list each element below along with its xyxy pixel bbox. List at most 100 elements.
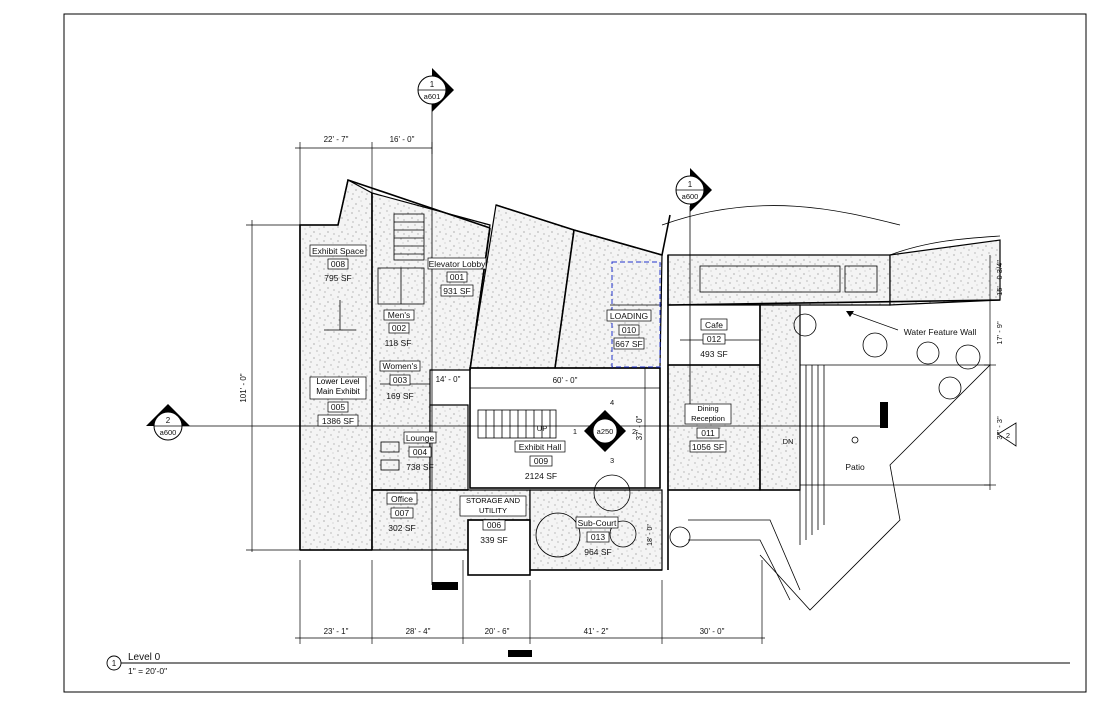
room-tag-004[interactable]: Lounge 004 738 SF — [403, 431, 437, 472]
room-tag-011[interactable]: Dining Reception 011 1056 SF — [684, 403, 732, 453]
svg-text:169 SF: 169 SF — [386, 391, 413, 401]
svg-text:964 SF: 964 SF — [584, 547, 611, 557]
svg-text:LOADING: LOADING — [610, 311, 648, 321]
svg-text:009: 009 — [534, 456, 548, 466]
svg-text:a600: a600 — [682, 192, 699, 201]
room-tag-002[interactable]: Men's 002 118 SF — [383, 309, 415, 348]
room-tag-006[interactable]: STORAGE AND UTILITY 006 339 SF — [459, 495, 527, 545]
svg-text:008: 008 — [331, 259, 345, 269]
section-marker-2[interactable]: 1 a600 — [675, 168, 712, 212]
patio-boundary — [759, 364, 991, 611]
site-curve — [661, 205, 901, 226]
view-title-text: Level 0 — [128, 652, 161, 663]
section-marker-1[interactable]: 1 a601 — [417, 68, 454, 112]
sheet-border — [63, 13, 1087, 693]
exhibit-hall-stair — [477, 409, 557, 439]
svg-text:Sub-Court: Sub-Court — [578, 518, 617, 528]
svg-text:667 SF: 667 SF — [615, 339, 642, 349]
room-tag-013[interactable]: Sub-Court 013 964 SF — [575, 516, 619, 557]
svg-text:1: 1 — [430, 80, 435, 89]
dim-left: 101' - 0" — [239, 373, 248, 402]
svg-text:Elevator Lobby: Elevator Lobby — [429, 259, 486, 269]
svg-text:118 SF: 118 SF — [385, 338, 412, 348]
svg-text:006: 006 — [487, 520, 501, 530]
dim-right-c: 37' - 3" — [995, 416, 1004, 440]
svg-text:Exhibit Hall: Exhibit Hall — [519, 442, 562, 452]
svg-text:Office: Office — [391, 494, 413, 504]
dim-top-2: 16' - 0" — [390, 135, 415, 144]
svg-text:1: 1 — [112, 659, 117, 668]
svg-text:3: 3 — [610, 456, 614, 465]
patio-label: Patio — [845, 462, 865, 472]
svg-text:003: 003 — [393, 375, 407, 385]
section-lines — [180, 100, 880, 585]
svg-text:011: 011 — [701, 428, 715, 438]
svg-text:2: 2 — [1006, 431, 1010, 440]
poche-fill — [299, 179, 1001, 571]
trees — [535, 313, 981, 558]
stair-down-label: DN — [783, 437, 794, 446]
elevation-marker[interactable]: a250 4 3 1 2 — [573, 398, 636, 465]
svg-text:302 SF: 302 SF — [388, 523, 415, 533]
svg-text:007: 007 — [395, 508, 409, 518]
svg-text:Exhibit Space: Exhibit Space — [312, 246, 364, 256]
room-tag-008[interactable]: Exhibit Space 008 795 SF — [309, 244, 367, 283]
dim-top-1: 22' - 7" — [324, 135, 349, 144]
svg-text:931 SF: 931 SF — [443, 286, 470, 296]
section-marker-4[interactable]: 2 — [997, 422, 1017, 447]
dim-hall-depth: 37' - 0" — [635, 415, 644, 440]
room-tag-001[interactable]: Elevator Lobby 001 931 SF — [427, 257, 487, 297]
column-mark — [880, 402, 888, 428]
building-walls — [299, 178, 1001, 576]
view-title[interactable]: 1 Level 0 1" = 20'-0" — [106, 652, 1070, 676]
svg-text:002: 002 — [392, 323, 406, 333]
interior-partitions — [324, 213, 760, 471]
svg-text:1: 1 — [573, 427, 577, 436]
svg-text:012: 012 — [707, 334, 721, 344]
room-tag-007[interactable]: Office 007 302 SF — [386, 492, 418, 533]
room-tag-012[interactable]: Cafe 012 493 SF — [700, 318, 728, 359]
dim-bottom-4: 41' - 2" — [584, 627, 609, 636]
svg-text:339 SF: 339 SF — [480, 535, 507, 545]
svg-text:a250: a250 — [597, 427, 614, 436]
svg-text:2: 2 — [632, 427, 636, 436]
room-tag-005[interactable]: Lower Level Main Exhibit 005 1386 SF — [309, 376, 367, 427]
dim-corridor: 14' - 0" — [436, 375, 461, 384]
water-feature-label: Water Feature Wall — [904, 327, 977, 337]
dim-bottom-2: 28' - 4" — [406, 627, 431, 636]
svg-text:738 SF: 738 SF — [406, 462, 433, 472]
room-tag-003[interactable]: Women's 003 169 SF — [379, 360, 421, 401]
svg-text:a600: a600 — [160, 428, 177, 437]
svg-text:Lounge: Lounge — [406, 433, 435, 443]
dim-hall-width: 60' - 0" — [553, 376, 578, 385]
loading-dashed-outline — [611, 261, 661, 368]
section-marker-3[interactable]: 2 a600 — [146, 404, 190, 441]
dim-bottom-5: 30' - 0" — [700, 627, 725, 636]
dim-bottom-3: 20' - 6" — [485, 627, 510, 636]
room-tag-009[interactable]: Exhibit Hall 009 2124 SF — [514, 440, 566, 481]
drain-icon — [851, 436, 859, 444]
svg-text:4: 4 — [610, 398, 614, 407]
svg-text:Cafe: Cafe — [705, 320, 723, 330]
svg-text:2124 SF: 2124 SF — [525, 471, 557, 481]
dim-right-a: 15' - 0 3/4" — [995, 260, 1004, 296]
svg-text:010: 010 — [622, 325, 636, 335]
svg-text:1: 1 — [688, 180, 693, 189]
dim-bottom-1: 23' - 1" — [324, 627, 349, 636]
svg-text:a601: a601 — [424, 92, 441, 101]
svg-text:1386 SF: 1386 SF — [322, 416, 354, 426]
dimension-lines — [246, 142, 996, 644]
svg-text:Women's: Women's — [382, 361, 417, 371]
dim-court: 18' - 0" — [647, 524, 654, 546]
room-tag-010[interactable]: LOADING 010 667 SF — [606, 309, 652, 350]
svg-text:493 SF: 493 SF — [700, 349, 727, 359]
site-curve-2 — [889, 235, 1001, 256]
view-scale-text: 1" = 20'-0" — [128, 666, 167, 676]
svg-text:004: 004 — [413, 447, 427, 457]
svg-text:001: 001 — [450, 272, 464, 282]
svg-text:005: 005 — [331, 402, 345, 412]
dim-right-b: 17' - 9" — [995, 321, 1004, 345]
svg-text:013: 013 — [591, 532, 605, 542]
